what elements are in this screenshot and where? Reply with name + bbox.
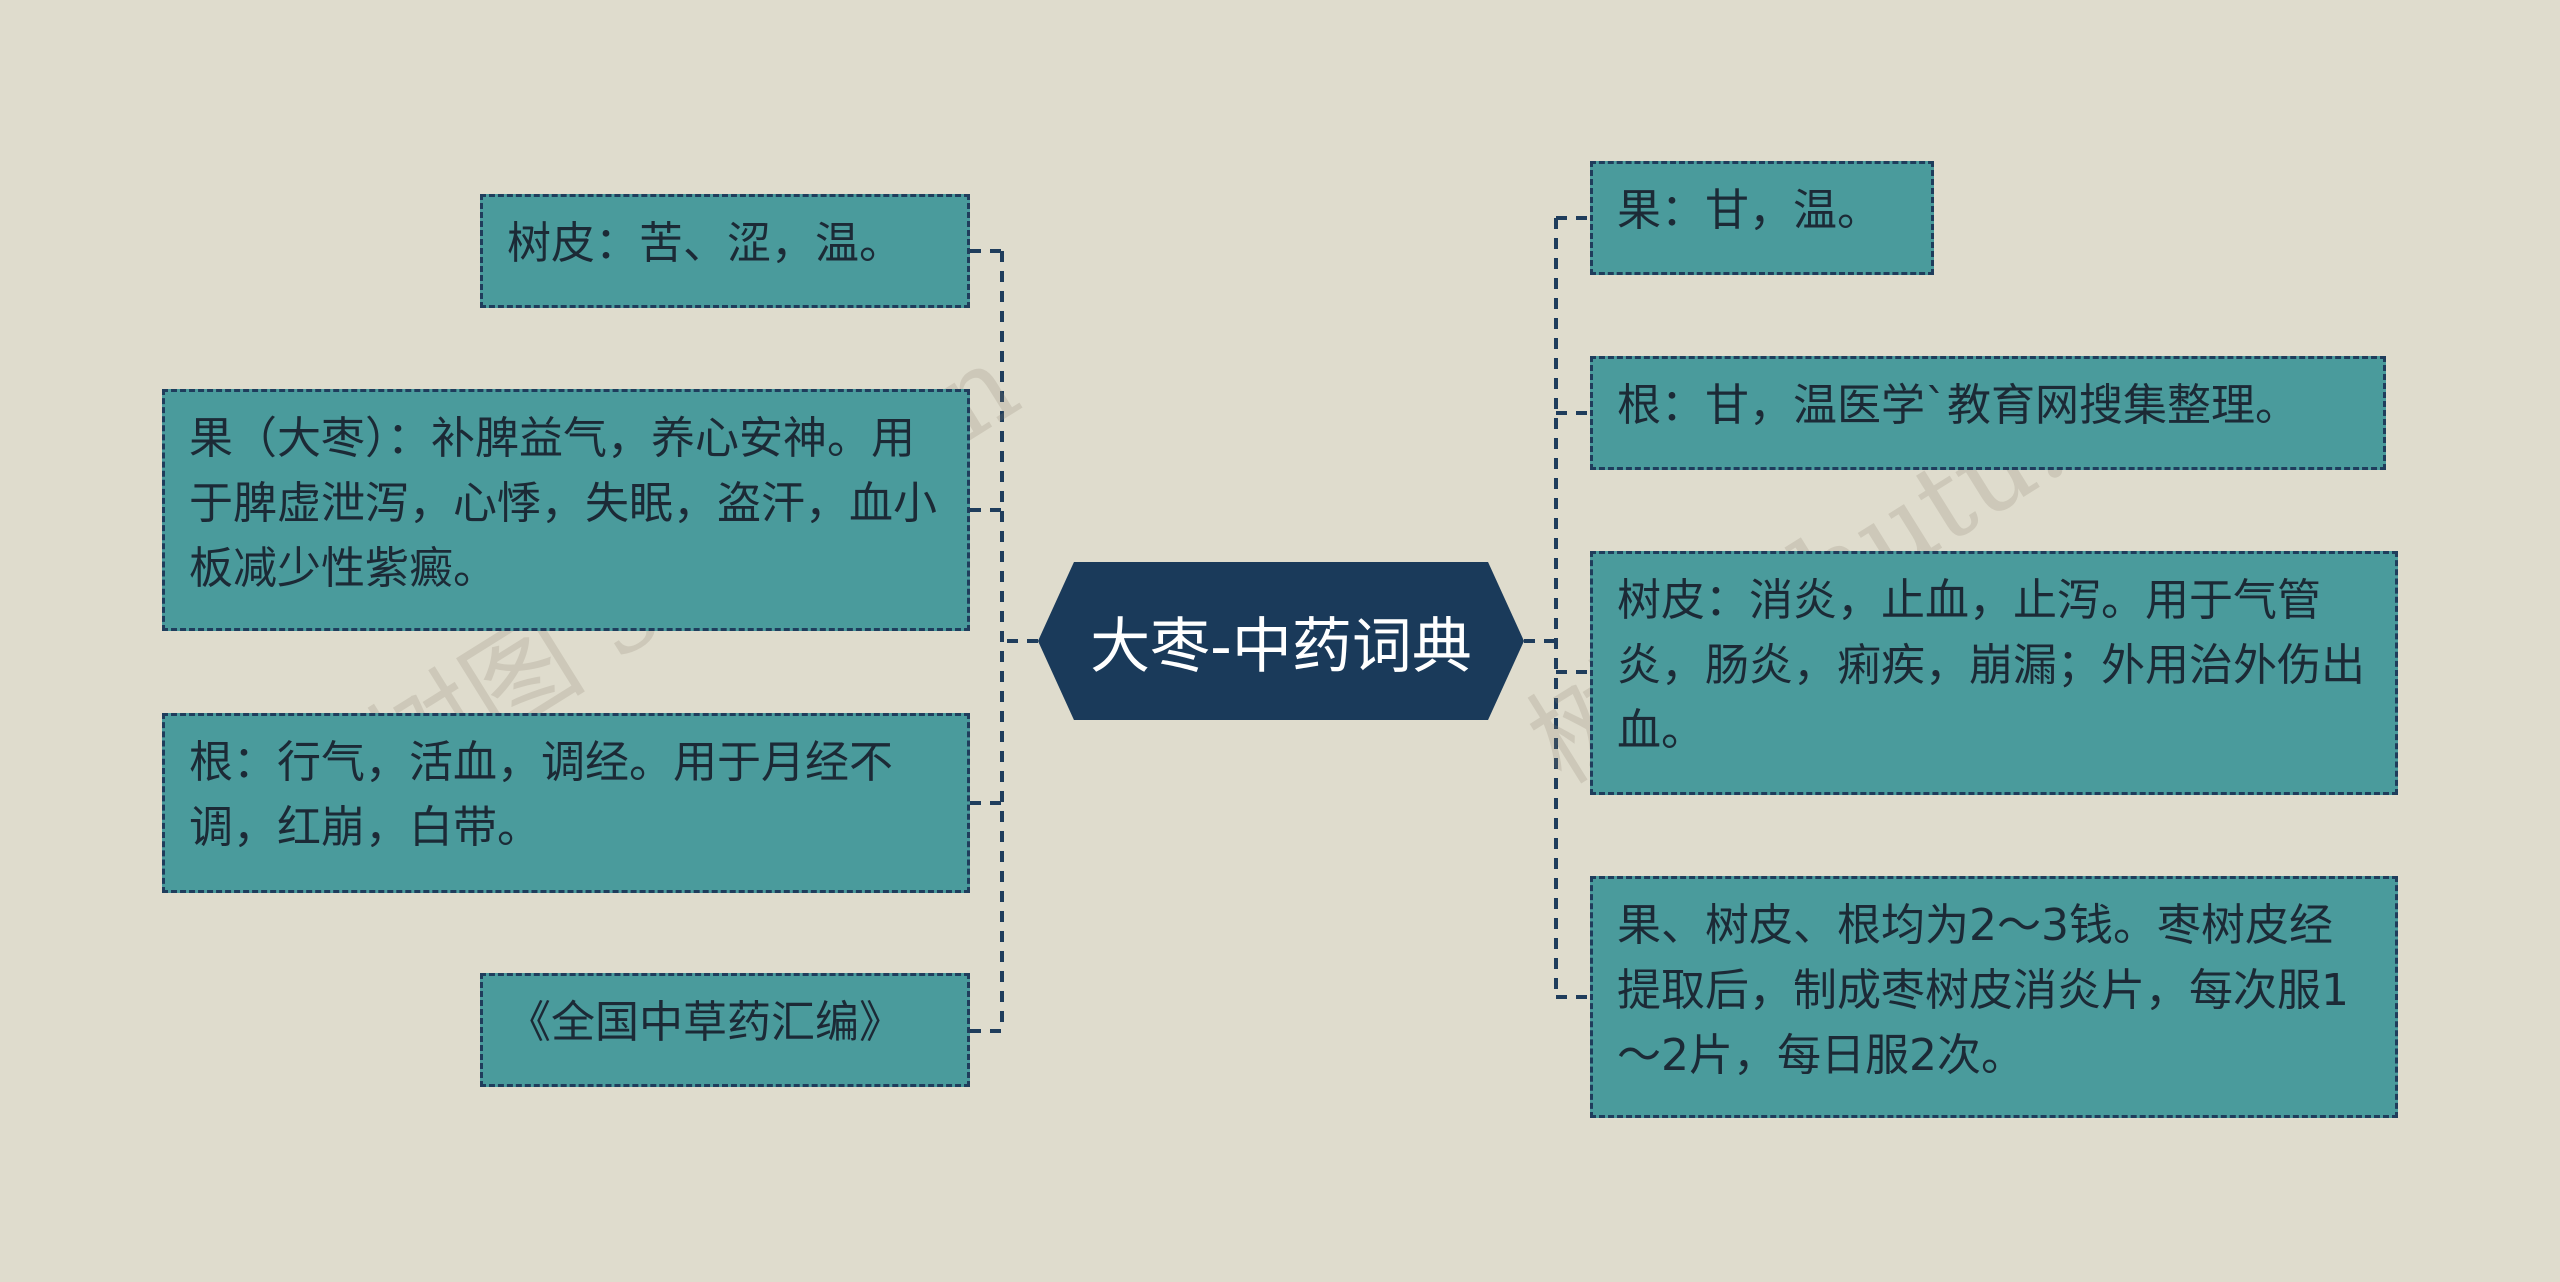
node-fruit-nature[interactable]: 果：甘，温。 [1590, 161, 1934, 275]
root-topic-label: 大枣-中药词典 [1090, 611, 1472, 682]
node-source[interactable]: 《全国中草药汇编》 [480, 973, 970, 1087]
root-topic[interactable]: 大枣-中药词典 [1038, 562, 1524, 720]
node-dosage[interactable]: 果、树皮、根均为2～3钱。枣树皮经提取后，制成枣树皮消炎片，每次服1～2片，每日… [1590, 876, 2398, 1118]
node-bark-effects[interactable]: 树皮：消炎，止血，止泻。用于气管炎，肠炎，痢疾，崩漏；外用治外伤出血。 [1590, 551, 2398, 795]
node-fruit-effects[interactable]: 果（大枣）：补脾益气，养心安神。用于脾虚泄泻，心悸，失眠，盗汗，血小板减少性紫癜… [162, 389, 970, 631]
node-root-nature[interactable]: 根：甘，温医学`教育网搜集整理。 [1590, 356, 2386, 470]
node-bark-nature[interactable]: 树皮：苦、涩，温。 [480, 194, 970, 308]
node-root-effects[interactable]: 根：行气，活血，调经。用于月经不调，红崩，白带。 [162, 713, 970, 893]
